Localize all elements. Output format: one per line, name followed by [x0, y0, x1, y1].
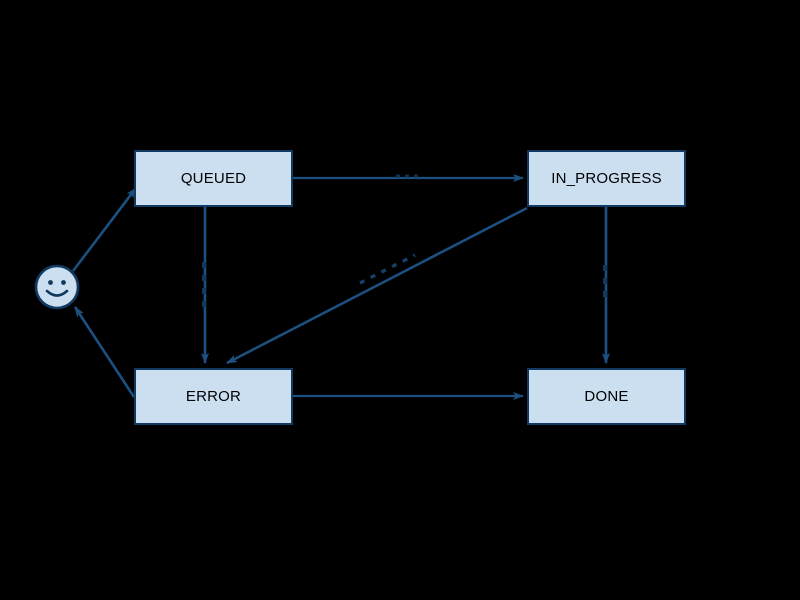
edge-error-to-start	[73, 306, 136, 398]
smiley-eye-right-icon	[61, 280, 66, 285]
edge-in-progress-to-error-label-mask	[359, 253, 416, 285]
start-node-smiley[interactable]	[34, 264, 80, 310]
state-node-error-label: ERROR	[185, 388, 242, 405]
state-node-error[interactable]: ERROR	[134, 368, 293, 425]
edge-start-to-queued	[71, 187, 138, 272]
state-node-queued-label: QUEUED	[180, 170, 247, 187]
state-node-done[interactable]: DONE	[527, 368, 686, 425]
state-node-done-label: DONE	[584, 388, 629, 405]
edge-in-progress-to-error	[226, 206, 528, 365]
smiley-face-icon	[34, 264, 80, 310]
state-node-queued[interactable]: QUEUED	[134, 150, 293, 207]
state-node-in-progress[interactable]: IN_PROGRESS	[527, 150, 686, 207]
smiley-mouth-icon	[45, 289, 69, 297]
state-node-in-progress-label: IN_PROGRESS	[551, 170, 662, 187]
smiley-eye-left-icon	[48, 280, 53, 285]
